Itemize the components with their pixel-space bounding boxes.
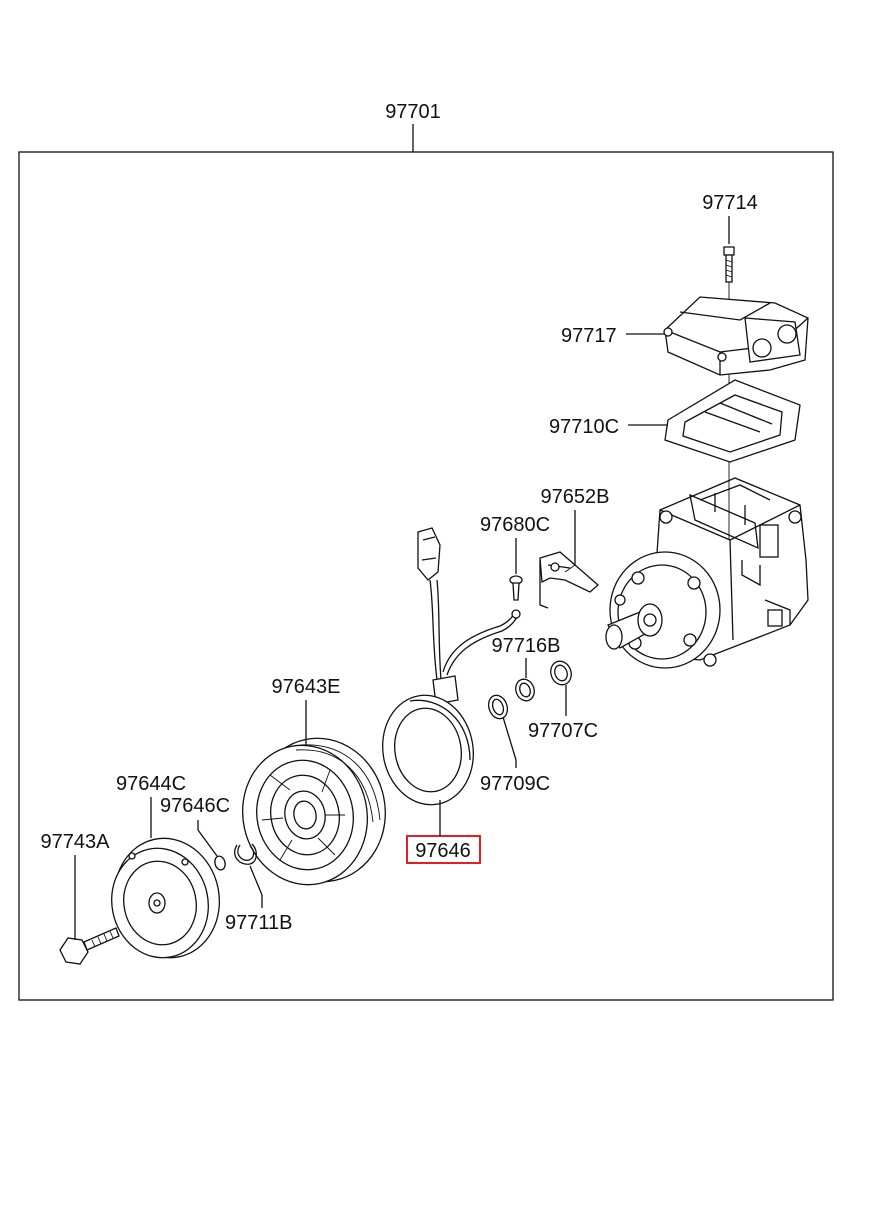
part-97743A	[59, 927, 120, 965]
part-97710C	[664, 379, 801, 463]
part-97680C	[509, 575, 523, 601]
part-97652B	[539, 551, 599, 609]
part-97711B	[234, 843, 257, 865]
compressor-body	[605, 477, 809, 669]
coil-wire-harness	[417, 527, 521, 705]
part-97646C	[214, 855, 226, 871]
assembly-frame	[18, 151, 834, 1001]
part-label-97680C: 97680C	[480, 514, 550, 536]
part-label-97644C: 97644C	[116, 773, 186, 795]
highlight-box-97646	[406, 835, 481, 864]
assembly-label: 97701	[385, 101, 441, 123]
part-label-97710C: 97710C	[549, 416, 619, 438]
part-label-97714: 97714	[702, 192, 758, 214]
part-97646	[382, 694, 474, 806]
part-97709C	[487, 694, 509, 720]
part-label-97743A: 97743A	[41, 831, 111, 853]
part-97716B	[515, 678, 535, 702]
part-97717	[663, 296, 809, 376]
part-97643E	[241, 737, 386, 886]
part-label-97646C: 97646C	[160, 795, 230, 817]
part-label-97646[interactable]: 97646	[415, 840, 471, 862]
part-label-97709C: 97709C	[480, 773, 550, 795]
part-label-97717: 97717	[561, 325, 617, 347]
part-label-97716B: 97716B	[492, 635, 561, 657]
part-label-97652B: 97652B	[541, 486, 610, 508]
part-97644C	[111, 837, 221, 959]
part-97707C	[550, 660, 572, 686]
part-label-97711B: 97711B	[225, 912, 292, 934]
part-label-97643E: 97643E	[272, 676, 341, 698]
part-label-97707C: 97707C	[528, 720, 598, 742]
part-97714	[723, 246, 735, 283]
